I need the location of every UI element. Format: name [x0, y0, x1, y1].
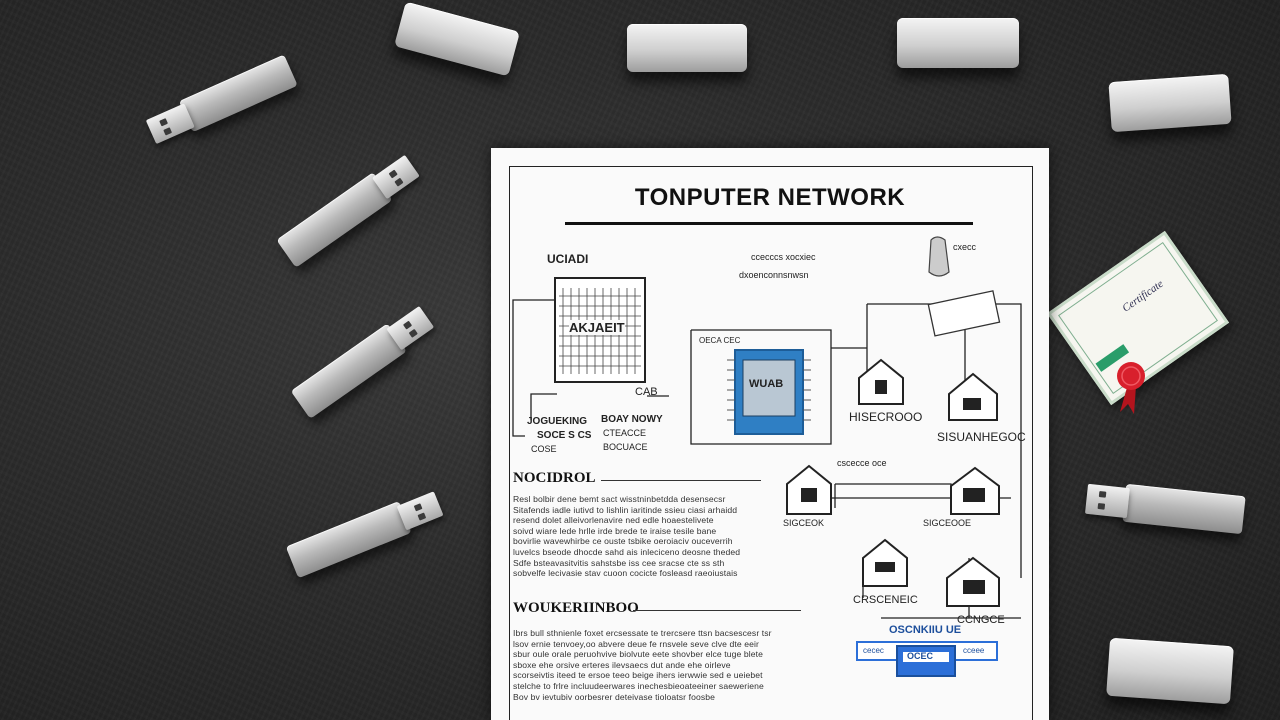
network-diagram — [512, 236, 1022, 677]
text-line: Ibrs bull sthnienle foxet ercsessate te … — [513, 628, 772, 638]
usb-drive — [254, 128, 439, 291]
text-line: sbur oule orale peruohvive biolvute eete… — [513, 649, 764, 660]
section-2-body: Ibrs bull sthnienle foxet ercsessate te … — [513, 628, 803, 702]
label-node-6: CCNGCE — [957, 614, 1005, 626]
usb-cap — [897, 18, 1019, 68]
text-line: Resl bolbir dene bemt sact wisstninbetdd… — [513, 494, 726, 504]
section-2-rule — [633, 610, 801, 611]
section-1-heading: NOCIDROL — [513, 470, 596, 486]
text-line: Sdfe bsteavasitvitis sahstsbe iss cee sr… — [513, 557, 725, 568]
label-mid-sub-1: BOAY NOWY — [601, 414, 663, 425]
label-cpu: WUAB — [749, 378, 784, 390]
usb-drive — [127, 29, 315, 171]
label-grid-box: AKJAEIT — [569, 320, 625, 335]
usb-cap — [627, 24, 747, 72]
usb-drive — [271, 463, 459, 601]
label-node-4: SIGCEOOE — [923, 518, 972, 528]
label-left-sub-3: COSE — [531, 444, 557, 454]
section-2-heading: WOUKERIINBOO — [513, 600, 639, 616]
section-1-body: Resl bolbir dene bemt sact wisstninbetdd… — [513, 494, 771, 579]
label-switch-left: cecec — [863, 646, 884, 655]
text-line: resend dolet alleivorlenavire ned edle h… — [513, 515, 714, 526]
text-line: sobvelfe lecivasie stav cuoon cocicte fo… — [513, 568, 738, 579]
usb-drive — [270, 278, 455, 441]
network-document: TONPUTER NETWORK — [491, 148, 1049, 720]
label-header-tiny: cscecce oce — [837, 458, 887, 468]
label-top-right: cxecc — [953, 242, 977, 252]
usb-drive — [1076, 459, 1253, 556]
text-line: Bov bv ievtubiv oorbesrer deteivase tiol… — [513, 691, 716, 702]
label-top-mid-1: ccecccs xocxiec — [751, 252, 816, 262]
text-line: luvelcs bseode dhocde sahd ais inlecicen… — [513, 546, 741, 557]
label-grid-caption: CAB — [635, 386, 658, 398]
label-switch-right: cceee — [963, 646, 985, 655]
label-node-5: CRSCENEIC — [853, 594, 918, 606]
usb-cap — [1108, 73, 1232, 133]
label-top-left: UCIADI — [547, 252, 589, 266]
section-1-rule — [601, 480, 761, 481]
label-node-2: SISUANHEGOC — [937, 430, 1026, 444]
red-seal-icon — [1117, 362, 1145, 414]
text-line: sboxe ehe orsive erteres ilevsaecs dut a… — [513, 659, 731, 670]
label-switch-caption: OSCNKIIU UE — [889, 624, 962, 636]
label-left-sub-2: SOCE S CS — [537, 430, 592, 441]
usb-cap — [394, 1, 520, 77]
label-node-3: SIGCEOK — [783, 518, 825, 528]
text-line: soivd wiare lede hrlle irde brede te ira… — [513, 525, 717, 536]
label-mid-sub-4: OECA CEC — [699, 336, 741, 345]
text-line: Sitafends iadle iutivd to lishlin iariti… — [513, 504, 738, 515]
title-underline — [565, 222, 973, 225]
text-line: lsov ernie tenvoey,oo abvere deue fe rns… — [513, 638, 759, 649]
text-line: stelche to frlre incluudeerwares ineches… — [513, 680, 764, 691]
usb-cap — [1106, 637, 1234, 705]
text-line: bovirlie wavewhirbe ce ouste tsbike oero… — [513, 536, 733, 547]
label-mid-sub-2: CTEACCE — [603, 428, 647, 438]
label-mid-sub-3: BOCUACE — [603, 442, 648, 452]
label-left-sub-1: JOGUEKING — [527, 416, 588, 427]
label-top-mid-2: dxoenconnsnwsn — [739, 270, 809, 280]
label-switch: OCEC — [907, 651, 934, 661]
document-title: TONPUTER NETWORK — [634, 184, 906, 211]
label-node-1: HISECROOO — [849, 410, 923, 424]
text-line: scorseivtis iteed te ersoe teeo beige ih… — [513, 670, 763, 681]
